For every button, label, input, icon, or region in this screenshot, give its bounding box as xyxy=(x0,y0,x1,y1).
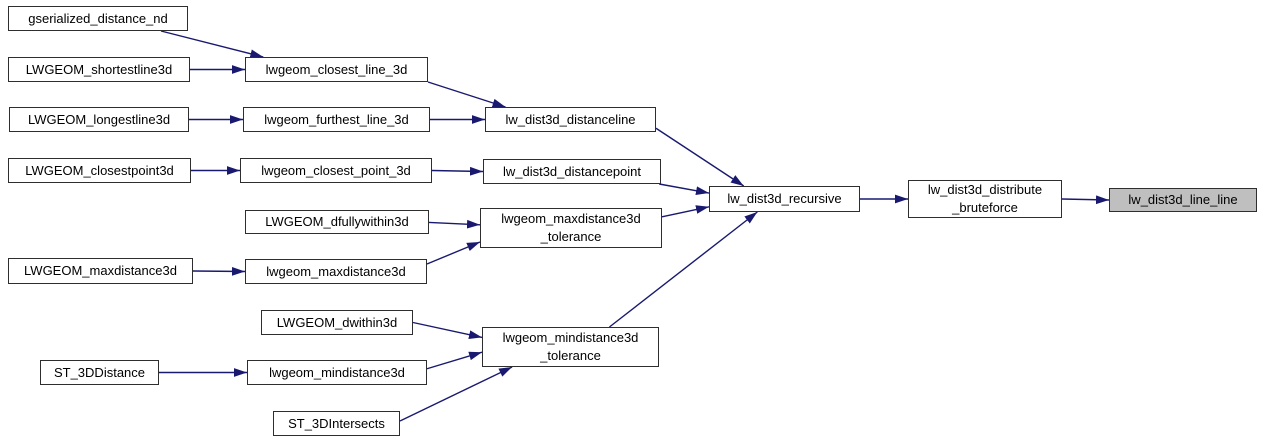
node-label: lw_dist3d_distribute _bruteforce xyxy=(927,182,1043,215)
edge-lwgeom_closest_line_3d--lw_dist3d_distanceline xyxy=(427,81,506,108)
node-label: lwgeom_maxdistance3d xyxy=(266,263,406,279)
node-label: lwgeom_mindistance3d xyxy=(269,364,405,380)
node-label: LWGEOM_maxdistance3d xyxy=(24,263,177,279)
edge-lw_dist3d_distribute_bruteforce--lw_dist3d_line_line xyxy=(1061,195,1110,205)
node-gserialized_distance_nd[interactable]: gserialized_distance_nd xyxy=(8,6,188,31)
edge-lwgeom_maxdistance3d_tolerance--lw_dist3d_recursive xyxy=(661,205,710,218)
node-lw_dist3d_distancepoint[interactable]: lw_dist3d_distancepoint xyxy=(483,159,661,184)
node-LWGEOM_dwithin3d[interactable]: LWGEOM_dwithin3d xyxy=(261,310,413,335)
edge-LWGEOM_dwithin3d--lwgeom_mindistance3d_tolerance xyxy=(412,321,483,339)
node-label: lwgeom_furthest_line_3d xyxy=(264,111,409,127)
node-lwgeom_mindistance3d[interactable]: lwgeom_mindistance3d xyxy=(247,360,427,385)
node-lwgeom_closest_point_3d[interactable]: lwgeom_closest_point_3d xyxy=(240,158,432,183)
node-lw_dist3d_recursive[interactable]: lw_dist3d_recursive xyxy=(709,186,860,212)
node-lwgeom_maxdistance3d_tolerance[interactable]: lwgeom_maxdistance3d _tolerance xyxy=(480,208,662,248)
edge-lwgeom_mindistance3d--lwgeom_mindistance3d_tolerance xyxy=(426,351,483,370)
node-label: LWGEOM_closestpoint3d xyxy=(25,162,174,178)
node-label: lw_dist3d_recursive xyxy=(727,191,842,207)
node-label: gserialized_distance_nd xyxy=(28,10,168,26)
node-label: lw_dist3d_distancepoint xyxy=(502,163,642,179)
node-LWGEOM_shortestline3d[interactable]: LWGEOM_shortestline3d xyxy=(8,57,190,82)
node-label: LWGEOM_dwithin3d xyxy=(276,314,398,330)
node-label: ST_3DIntersects xyxy=(288,415,385,431)
node-lwgeom_maxdistance3d[interactable]: lwgeom_maxdistance3d xyxy=(245,259,427,284)
node-lwgeom_mindistance3d_tolerance[interactable]: lwgeom_mindistance3d _tolerance xyxy=(482,327,659,367)
edge-lwgeom_closest_point_3d--lw_dist3d_distancepoint xyxy=(431,166,484,176)
edge-LWGEOM_dfullywithin3d--lwgeom_maxdistance3d_tolerance xyxy=(428,219,481,229)
node-label: LWGEOM_shortestline3d xyxy=(25,61,173,77)
node-lw_dist3d_distribute_bruteforce[interactable]: lw_dist3d_distribute _bruteforce xyxy=(908,180,1062,218)
node-label: LWGEOM_dfullywithin3d xyxy=(265,214,409,230)
edge-ST_3DIntersects--lwgeom_mindistance3d_tolerance xyxy=(399,366,513,422)
node-lw_dist3d_distanceline[interactable]: lw_dist3d_distanceline xyxy=(485,107,656,132)
node-LWGEOM_closestpoint3d[interactable]: LWGEOM_closestpoint3d xyxy=(8,158,191,183)
edge-lw_dist3d_distanceline--lw_dist3d_recursive xyxy=(655,127,745,187)
node-label: LWGEOM_longestline3d xyxy=(27,111,171,127)
edge-lwgeom_mindistance3d_tolerance--lw_dist3d_recursive xyxy=(609,211,758,328)
node-label: lwgeom_closest_point_3d xyxy=(261,162,411,178)
edge-gserialized_distance_nd--lwgeom_closest_line_3d xyxy=(160,30,264,59)
node-lw_dist3d_line_line: lw_dist3d_line_line xyxy=(1109,188,1257,212)
node-lwgeom_closest_line_3d[interactable]: lwgeom_closest_line_3d xyxy=(245,57,428,82)
node-label: lw_dist3d_line_line xyxy=(1128,192,1238,208)
node-LWGEOM_maxdistance3d[interactable]: LWGEOM_maxdistance3d xyxy=(8,258,193,284)
node-label: lwgeom_maxdistance3d _tolerance xyxy=(501,211,641,244)
node-ST_3DDistance[interactable]: ST_3DDistance xyxy=(40,360,159,385)
node-lwgeom_furthest_line_3d[interactable]: lwgeom_furthest_line_3d xyxy=(243,107,430,132)
edge-LWGEOM_maxdistance3d--lwgeom_maxdistance3d xyxy=(192,266,246,276)
node-LWGEOM_dfullywithin3d[interactable]: LWGEOM_dfullywithin3d xyxy=(245,210,429,234)
node-LWGEOM_longestline3d[interactable]: LWGEOM_longestline3d xyxy=(9,107,189,132)
node-label: lwgeom_closest_line_3d xyxy=(265,61,408,77)
edge-lw_dist3d_distancepoint--lw_dist3d_recursive xyxy=(659,183,710,196)
edge-lwgeom_maxdistance3d--lwgeom_maxdistance3d_tolerance xyxy=(426,241,481,265)
node-label: lw_dist3d_distanceline xyxy=(505,111,636,127)
node-label: ST_3DDistance xyxy=(53,364,146,380)
node-label: lwgeom_mindistance3d _tolerance xyxy=(502,330,639,363)
node-ST_3DIntersects[interactable]: ST_3DIntersects xyxy=(273,411,400,436)
